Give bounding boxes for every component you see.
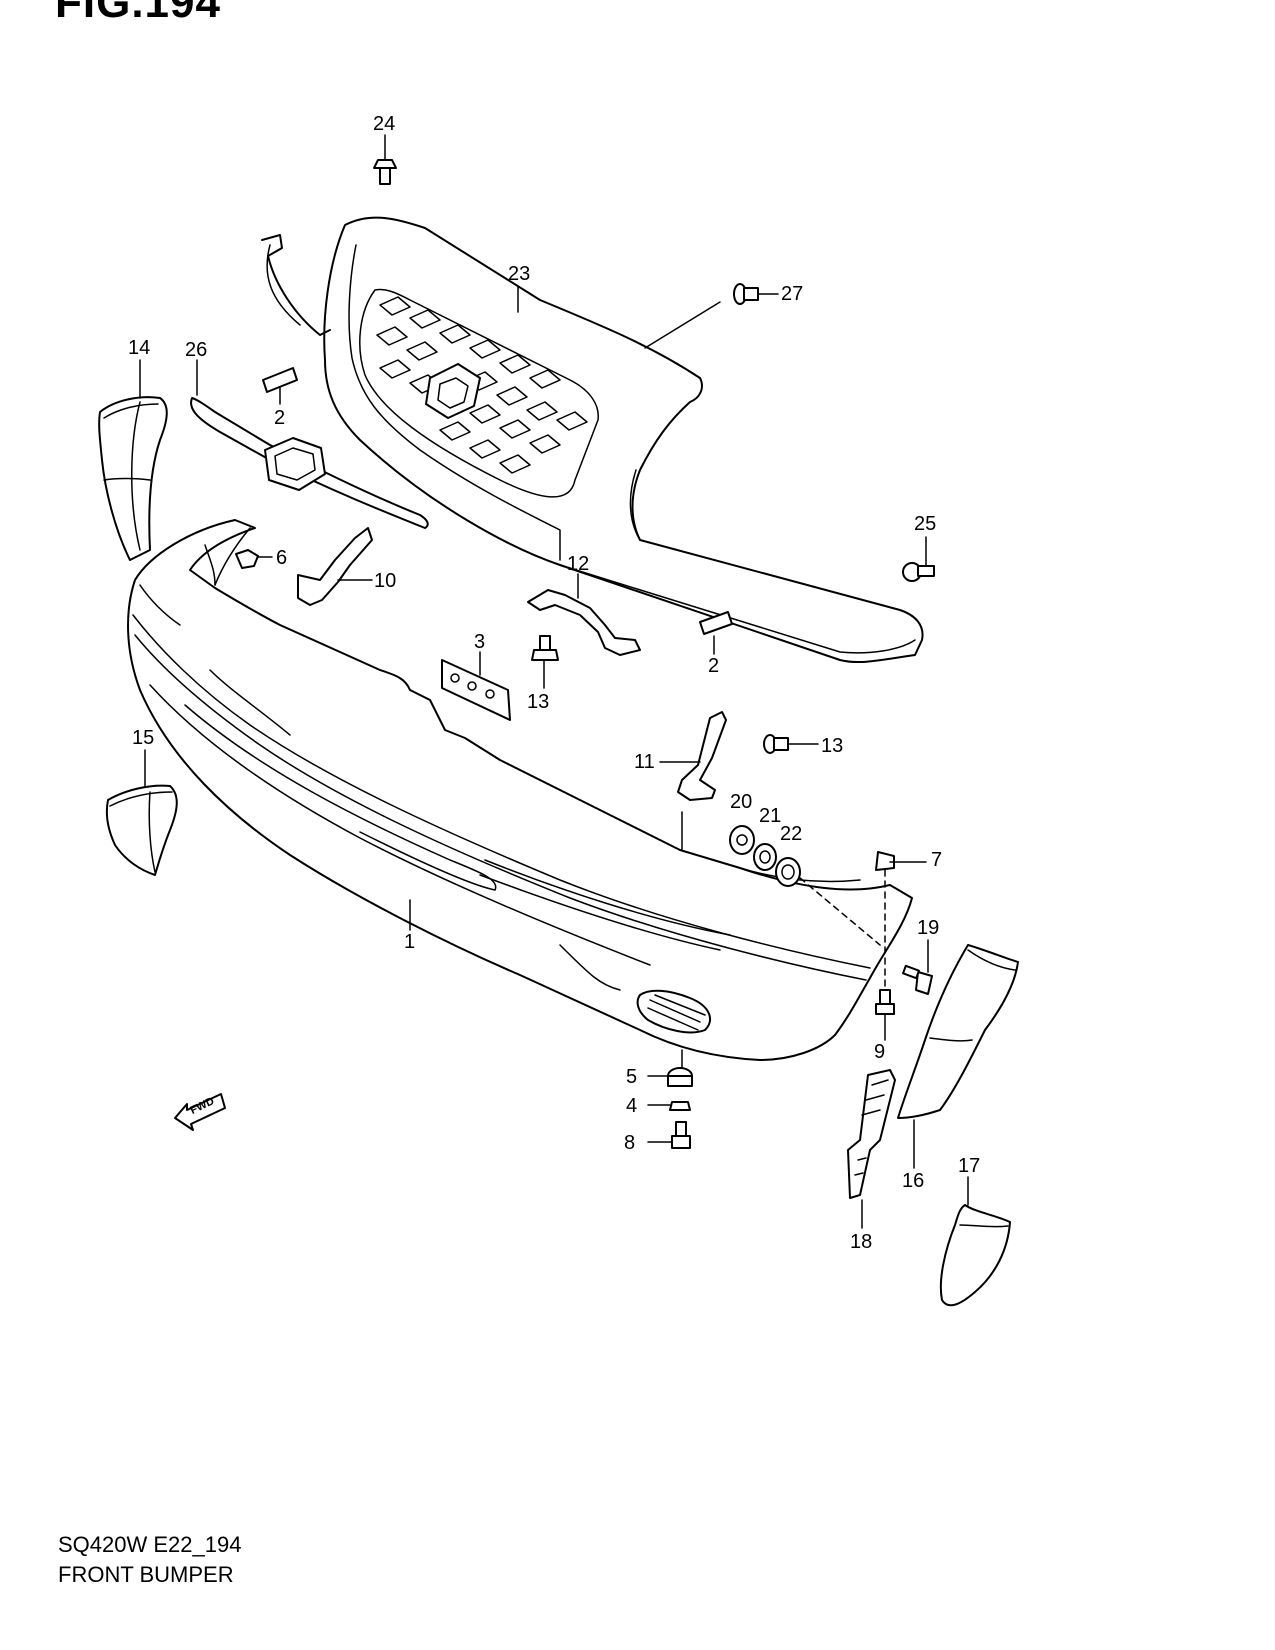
callout-21: 21 (759, 805, 781, 827)
leader-lines (139, 134, 969, 1229)
part-8-bolt[interactable] (671, 1121, 691, 1149)
part-3-plate[interactable] (441, 659, 511, 721)
figure-name: FRONT BUMPER (58, 1562, 234, 1587)
fastener-27[interactable] (733, 283, 759, 305)
callout-16: 16 (902, 1170, 924, 1192)
callout-13a: 13 (527, 691, 549, 713)
callout-4: 4 (626, 1095, 637, 1117)
callout-18: 18 (850, 1231, 872, 1253)
part-15-corner-trim[interactable] (105, 784, 178, 876)
callout-20: 20 (730, 791, 752, 813)
part-bumper[interactable] (127, 519, 913, 1061)
part-grille-trim[interactable] (190, 397, 429, 529)
part-4-nut[interactable] (669, 1101, 691, 1111)
clip-2a[interactable] (262, 367, 298, 393)
callout-8: 8 (624, 1132, 635, 1154)
washer-21[interactable] (753, 843, 777, 871)
callout-2b: 2 (708, 655, 719, 677)
fastener-24[interactable] (373, 159, 397, 185)
clip-7[interactable] (875, 851, 895, 871)
callout-13b: 13 (821, 735, 843, 757)
part-17-corner-trim[interactable] (939, 1204, 1011, 1307)
bolt-13a[interactable] (531, 635, 559, 661)
callout-7: 7 (931, 849, 942, 871)
part-10-bracket[interactable] (297, 527, 373, 606)
part-11-bracket[interactable] (677, 711, 727, 801)
callout-6: 6 (276, 547, 287, 569)
callout-27: 27 (781, 283, 803, 305)
bolt-13b[interactable] (763, 734, 789, 754)
washer-22[interactable] (775, 857, 801, 887)
callout-15: 15 (132, 727, 154, 749)
callout-24: 24 (373, 113, 395, 135)
part-18-lower-bracket[interactable] (847, 1069, 896, 1199)
part-12-bracket[interactable] (527, 589, 641, 656)
callout-2a: 2 (274, 407, 285, 429)
figure-code: SQ420W E22_194 (58, 1532, 242, 1557)
callout-22: 22 (780, 823, 802, 845)
clip-6[interactable] (235, 549, 259, 569)
callout-26: 26 (185, 339, 207, 361)
fwd-arrow-icon: FWD (174, 1093, 226, 1131)
callout-17: 17 (958, 1155, 980, 1177)
part-grille[interactable] (261, 216, 924, 664)
fastener-25[interactable] (902, 562, 935, 582)
callout-25: 25 (914, 513, 936, 535)
part-5-rubber[interactable] (667, 1067, 693, 1087)
callout-23: 23 (508, 263, 530, 285)
callout-9: 9 (874, 1041, 885, 1063)
screw-19[interactable] (902, 964, 933, 995)
bolt-9[interactable] (875, 989, 895, 1015)
callout-19: 19 (917, 917, 939, 939)
callout-14: 14 (128, 337, 150, 359)
callout-12: 12 (567, 553, 589, 575)
part-14-corner-trim[interactable] (98, 396, 168, 561)
callout-labels: 24 23 27 14 26 2 25 6 10 12 3 13 2 15 11… (128, 113, 980, 1253)
callout-10: 10 (374, 570, 396, 592)
figure-title: FIG.194 (55, 0, 221, 27)
callout-1: 1 (404, 931, 415, 953)
part-16-corner-trim[interactable] (897, 944, 1019, 1119)
callout-3: 3 (474, 631, 485, 653)
clip-2b[interactable] (699, 611, 733, 635)
nut-20[interactable] (729, 825, 755, 855)
callout-11: 11 (634, 751, 655, 773)
callout-5: 5 (626, 1066, 637, 1088)
